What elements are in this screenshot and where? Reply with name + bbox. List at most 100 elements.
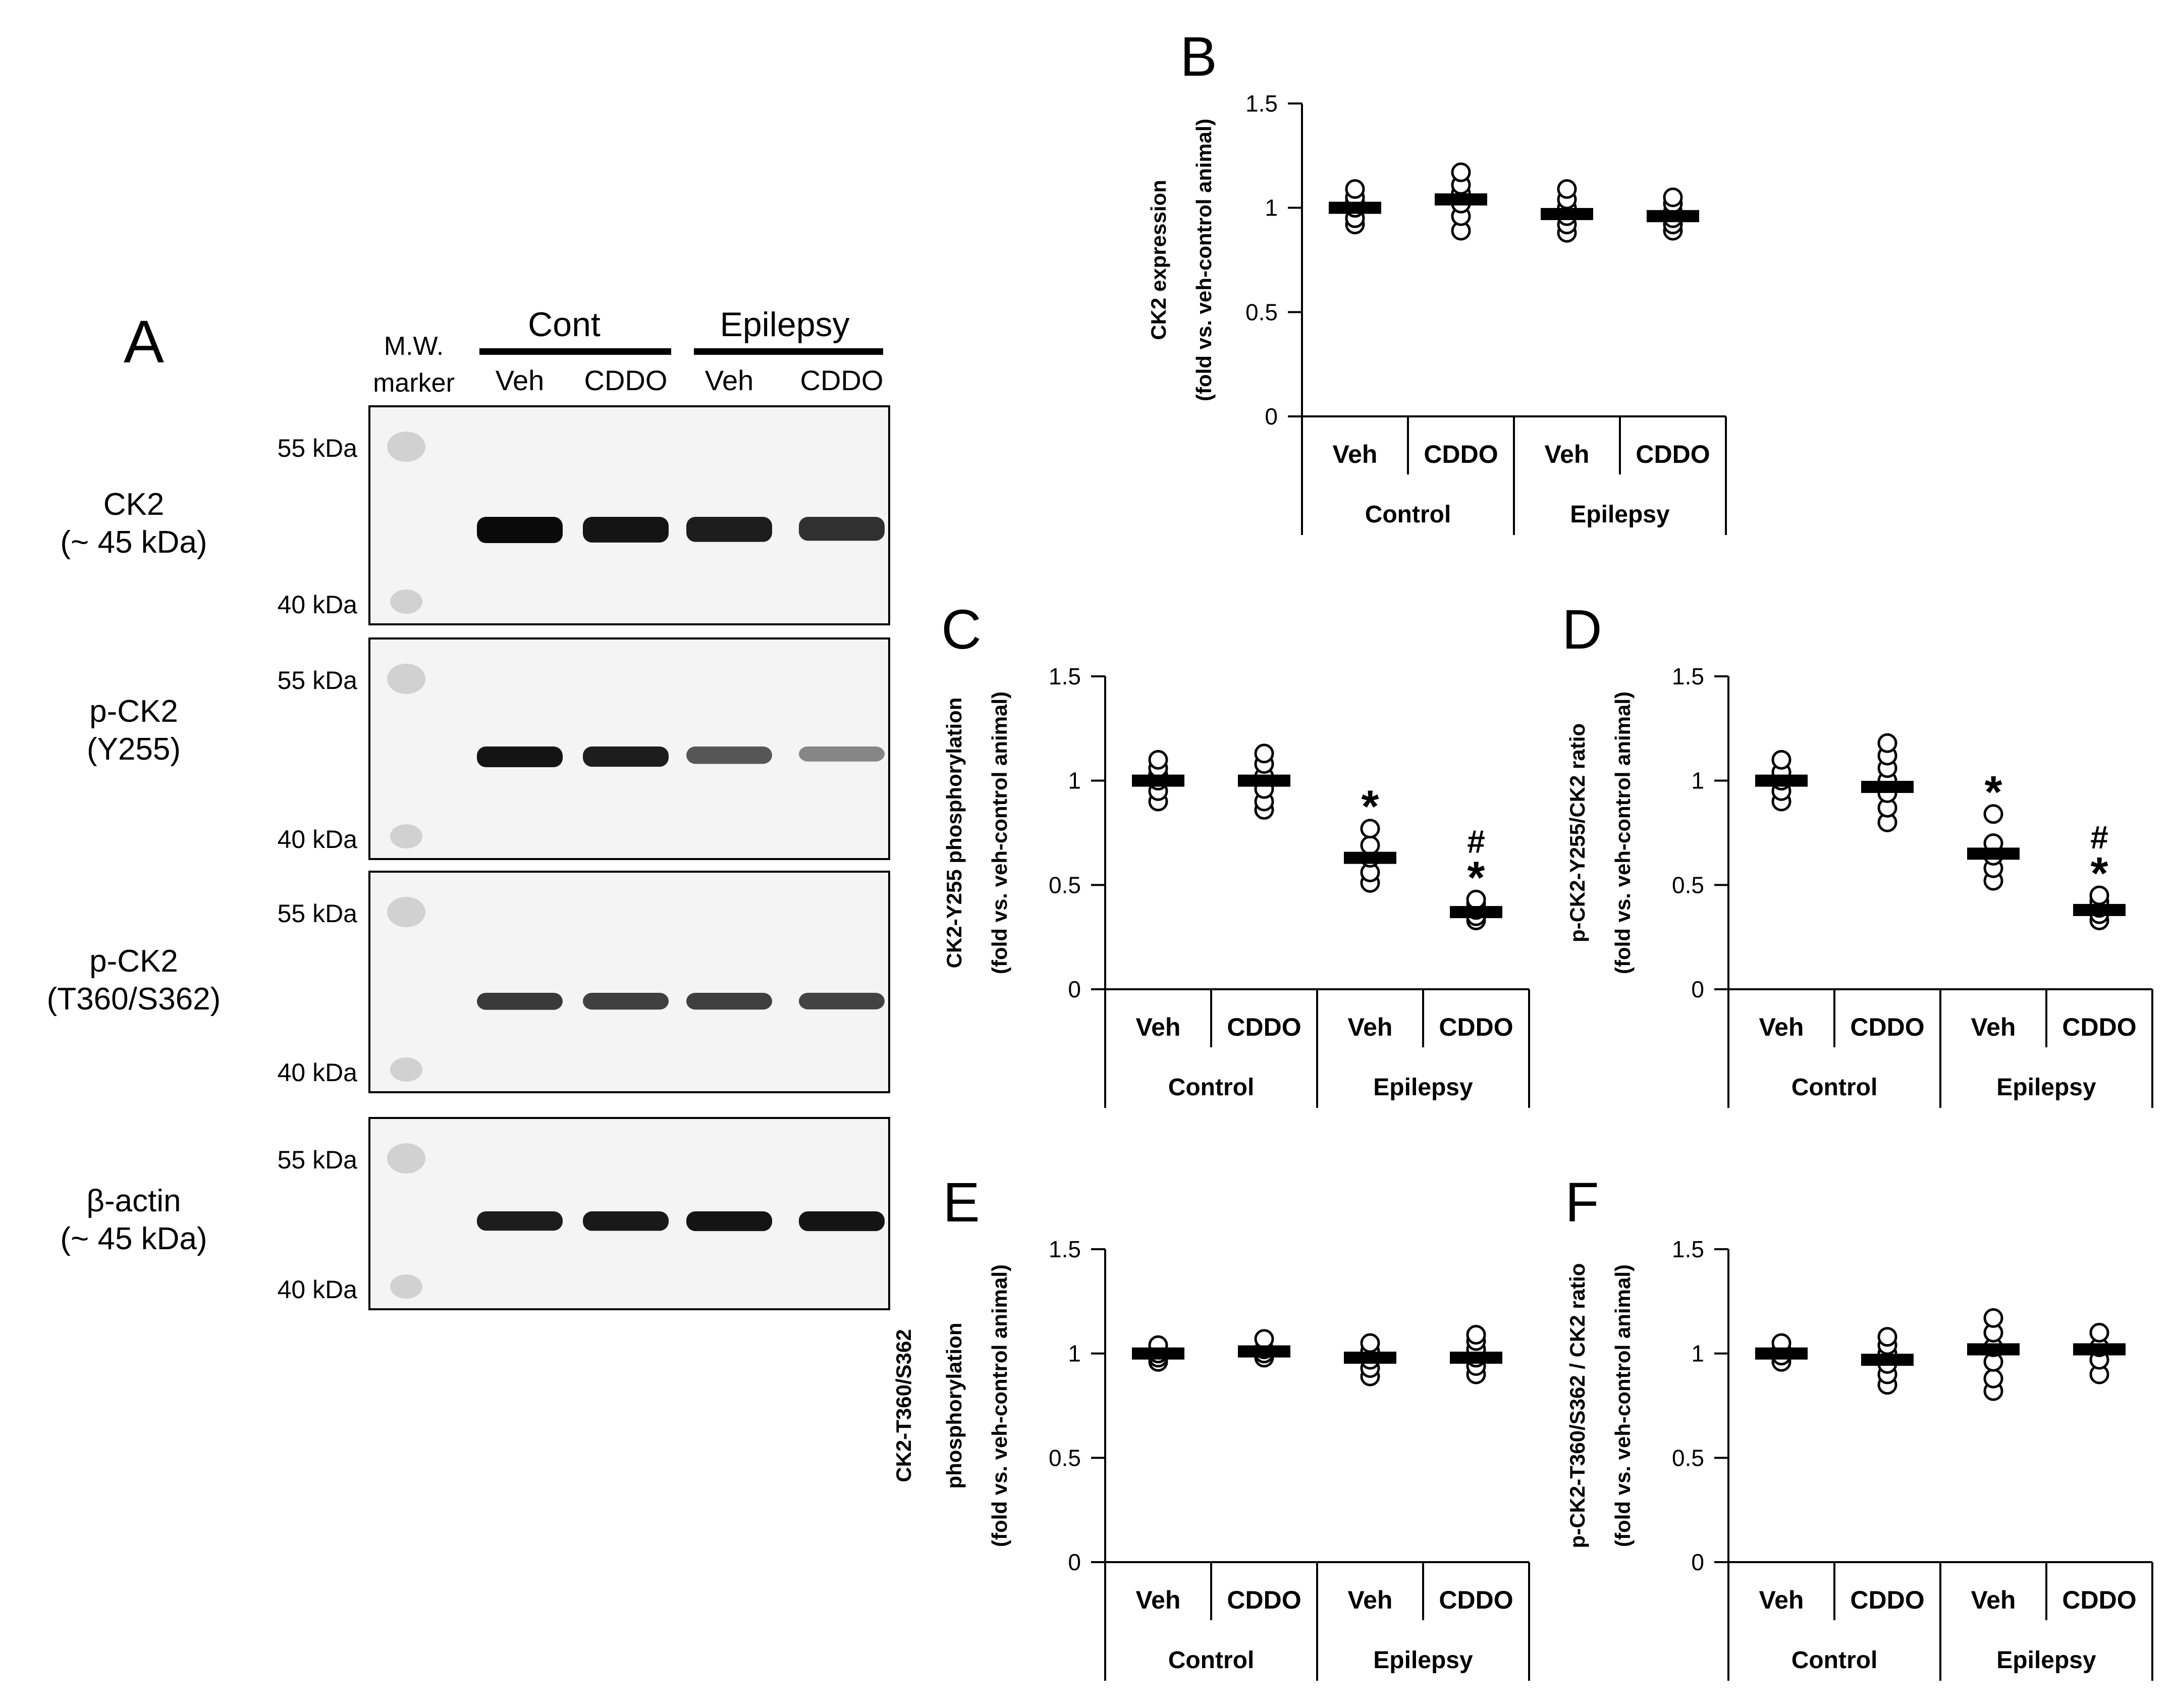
marker-band-55 xyxy=(387,432,425,462)
significance-hash: # xyxy=(2090,819,2108,856)
x-category-label: Veh xyxy=(1759,1586,1804,1614)
x-group-label: Epilepsy xyxy=(1570,501,1670,528)
mean-bar xyxy=(1450,906,1502,919)
marker-header-line2: marker xyxy=(373,368,455,398)
data-point xyxy=(1771,750,1791,770)
y-axis-label: CK2-Y255 phosphorylation xyxy=(942,698,966,969)
x-category-label: CDDO xyxy=(1424,440,1498,468)
group-bar-cont xyxy=(479,348,671,355)
mean-bar xyxy=(1647,210,1699,223)
x-category-label: Veh xyxy=(1759,1013,1804,1041)
x-group-label: Epilepsy xyxy=(1373,1074,1473,1101)
band xyxy=(583,1211,669,1231)
y-tick-label: 1.5 xyxy=(1049,663,1081,689)
y-tick-label: 0 xyxy=(1068,976,1081,1002)
mean-bar xyxy=(1132,774,1184,787)
y-tick-label: 1 xyxy=(1068,1341,1081,1367)
mean-bar xyxy=(1967,847,2020,860)
band xyxy=(477,746,563,768)
mean-bar xyxy=(2073,903,2126,916)
group-header-cont: Cont xyxy=(528,305,601,344)
significance-star: * xyxy=(1467,852,1485,903)
band xyxy=(799,1211,885,1232)
group-bar-epilepsy xyxy=(694,348,883,355)
blot-label-line2: (Y255) xyxy=(87,732,181,767)
mean-bar xyxy=(1132,1347,1184,1360)
marker-band-40 xyxy=(390,1274,422,1299)
blot-label-line2: (~ 45 kDa) xyxy=(60,525,207,560)
blot-frame xyxy=(368,871,890,1093)
mw-label-40: 40 kDa xyxy=(278,1058,358,1087)
x-category-label: Veh xyxy=(1136,1586,1181,1614)
marker-band-55 xyxy=(387,1143,425,1173)
x-group-label: Control xyxy=(1365,501,1451,528)
mw-label-55: 55 kDa xyxy=(278,899,358,928)
marker-band-40 xyxy=(390,1057,422,1082)
x-category-label: Veh xyxy=(1971,1586,2016,1614)
data-point xyxy=(1451,162,1471,182)
significance-star: * xyxy=(1984,767,2002,818)
y-tick-label: 0 xyxy=(1265,403,1278,430)
panel-letter: D xyxy=(1562,599,1602,661)
mean-bar xyxy=(1861,781,1914,793)
blot-label-line1: p-CK2 xyxy=(89,944,178,979)
band xyxy=(583,517,669,543)
y-axis-label: (fold vs. veh-control animal) xyxy=(1611,1264,1635,1547)
significance-star: * xyxy=(1361,782,1379,832)
y-tick-label: 0.5 xyxy=(1245,299,1278,325)
data-point xyxy=(2089,1322,2109,1343)
x-category-label: CDDO xyxy=(1850,1013,1924,1041)
mean-bar xyxy=(1450,1351,1502,1364)
y-axis-label: (fold vs. veh-control animal) xyxy=(988,1264,1011,1547)
data-point xyxy=(1360,835,1380,856)
panel-letter: C xyxy=(941,599,981,661)
mw-label-40: 40 kDa xyxy=(278,591,358,619)
x-group-label: Epilepsy xyxy=(1373,1647,1473,1674)
blot-label-line1: p-CK2 xyxy=(89,694,178,729)
blot-frame xyxy=(368,405,890,625)
band xyxy=(583,746,669,767)
mean-bar xyxy=(1329,201,1381,214)
data-point xyxy=(1254,1329,1274,1349)
y-tick-label: 0.5 xyxy=(1049,1445,1081,1471)
band xyxy=(799,746,885,762)
mean-bar xyxy=(1967,1343,2020,1356)
band xyxy=(477,993,563,1010)
x-category-label: CDDO xyxy=(1227,1013,1301,1041)
y-tick-label: 1.5 xyxy=(1049,1236,1081,1262)
panel-letter: B xyxy=(1180,26,1217,88)
marker-band-55 xyxy=(387,897,425,927)
y-tick-label: 0.5 xyxy=(1672,872,1704,898)
y-axis-label: (fold vs. veh-control animal) xyxy=(1192,119,1216,401)
y-tick-label: 1 xyxy=(1691,768,1704,794)
x-category-label: Veh xyxy=(1971,1013,2016,1041)
x-category-label: CDDO xyxy=(1439,1013,1513,1041)
x-category-label: CDDO xyxy=(1636,440,1710,468)
mw-label-55: 55 kDa xyxy=(278,434,358,462)
marker-band-40 xyxy=(390,590,422,614)
blot-label-line1: β-actin xyxy=(86,1184,181,1218)
mean-bar xyxy=(1755,1347,1808,1360)
x-category-label: CDDO xyxy=(2062,1586,2136,1614)
panel-letter-a: A xyxy=(124,308,164,376)
mean-bar xyxy=(1435,193,1487,206)
data-point xyxy=(1254,743,1274,764)
lane-header: Veh xyxy=(705,364,754,396)
mean-bar xyxy=(1238,774,1290,787)
blot-label-line2: (~ 45 kDa) xyxy=(60,1221,207,1256)
significance-star: * xyxy=(2090,848,2108,899)
mean-bar xyxy=(1861,1354,1914,1366)
x-category-label: CDDO xyxy=(1227,1586,1301,1614)
x-category-label: CDDO xyxy=(2062,1013,2136,1041)
band xyxy=(799,993,885,1009)
x-category-label: Veh xyxy=(1545,440,1590,468)
y-axis-label: (fold vs. veh-control animal) xyxy=(1611,691,1635,974)
data-point xyxy=(1360,819,1380,839)
band xyxy=(686,1211,772,1232)
